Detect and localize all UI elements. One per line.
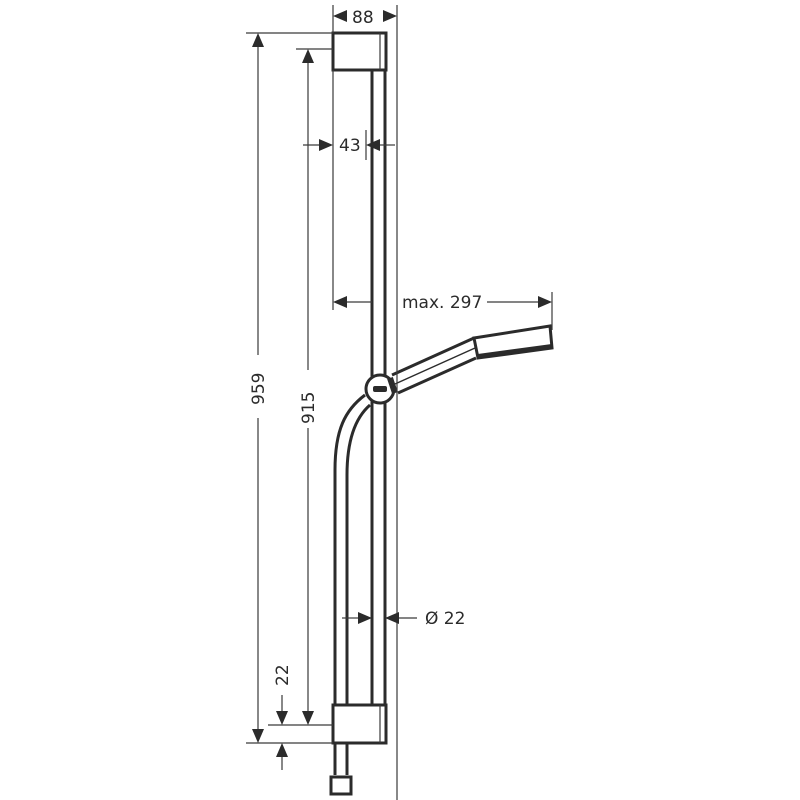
dimension-wall-distance: 43 — [303, 70, 395, 310]
bottom-bracket — [331, 703, 388, 745]
shower-rail-set — [329, 31, 554, 796]
slider — [364, 373, 396, 405]
dimension-max-reach: max. 297 — [333, 292, 553, 330]
handshower — [387, 324, 554, 395]
dim-label-max-297: max. 297 — [402, 293, 482, 313]
dimension-bottom-offset: 22 — [268, 664, 333, 770]
top-bracket — [331, 31, 388, 72]
dim-label-915: 915 — [299, 392, 319, 424]
dim-label-diameter-22: Ø 22 — [425, 609, 465, 629]
dim-label-88: 88 — [352, 8, 374, 28]
dim-label-959: 959 — [249, 373, 269, 405]
dimension-rail-height: 915 — [296, 48, 333, 725]
hose-fitting — [329, 775, 353, 796]
dim-label-43: 43 — [339, 136, 361, 156]
dimension-total-height: 959 — [246, 32, 333, 744]
dimension-bracket-width: 88 — [332, 5, 398, 800]
hose — [329, 393, 372, 796]
dim-label-22-offset: 22 — [273, 664, 293, 686]
dimension-rail-diameter: Ø 22 — [342, 609, 465, 629]
